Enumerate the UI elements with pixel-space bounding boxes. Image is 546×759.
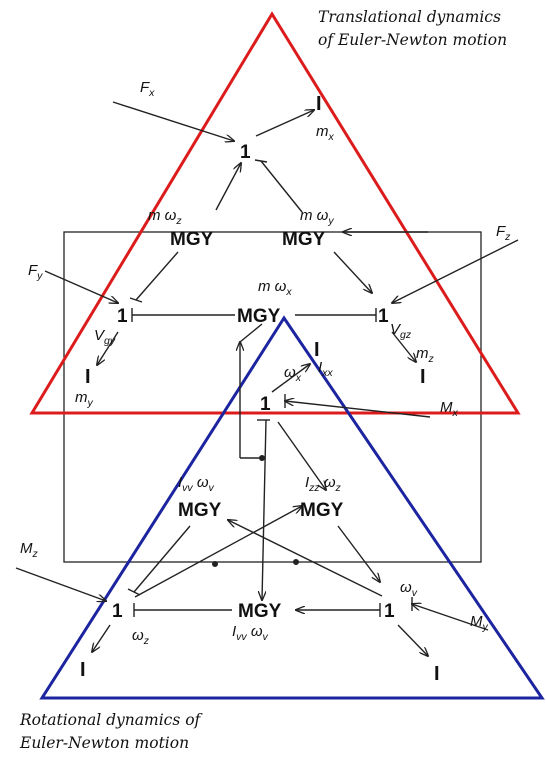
bond-mgyl-1left bbox=[135, 251, 179, 301]
bond-1top-mgyr bbox=[260, 160, 303, 213]
one-junction-rot-top: 1 bbox=[260, 394, 271, 415]
bond-mgyur-1br bbox=[337, 525, 380, 582]
bond-1rot-ixx bbox=[271, 364, 310, 393]
caption-bottom-line1: Rotational dynamics of bbox=[19, 711, 204, 729]
bond-mgyul-1bl bbox=[133, 525, 191, 593]
bond-mgyl-1left-tick bbox=[129, 297, 143, 303]
bond-mgyul-1bl-tick bbox=[127, 588, 141, 596]
label-fz: Fz bbox=[496, 223, 511, 243]
mgy-center: MGY bbox=[237, 306, 281, 327]
mgy-rot-bottom: MGY bbox=[238, 601, 282, 622]
junction-dot bbox=[259, 455, 265, 461]
bond-1top-mgyr-tick bbox=[254, 159, 268, 163]
inertia-x: I bbox=[316, 93, 322, 115]
mgy-rot-right: MGY bbox=[300, 500, 344, 521]
label-fy: Fy bbox=[28, 262, 43, 282]
label-wz: ωz bbox=[132, 627, 150, 647]
rotational-triangle bbox=[39, 315, 545, 700]
mgy-left: MGY bbox=[170, 229, 214, 250]
inertia-z: I bbox=[420, 366, 426, 388]
bond-mx bbox=[285, 401, 431, 418]
label-my: My bbox=[470, 613, 489, 633]
bond-mz bbox=[15, 567, 106, 601]
caption-top-line2: of Euler-Newton motion bbox=[318, 31, 507, 49]
label-ixx: Ixx bbox=[318, 359, 333, 379]
translational-triangle bbox=[29, 11, 521, 415]
inertia-rot-left: I bbox=[80, 659, 86, 681]
bond-mgyc-vertical-top bbox=[239, 323, 263, 343]
bond-mgyl-1top bbox=[215, 163, 241, 211]
bond-1left-iy bbox=[97, 331, 119, 365]
caption-top-line1: Translational dynamics bbox=[318, 8, 501, 26]
label-mx: mx bbox=[316, 123, 335, 143]
label-ivv-wv-lower: Ivv ωv bbox=[232, 623, 269, 643]
inertia-y: I bbox=[85, 366, 91, 388]
bond-fx bbox=[112, 101, 234, 141]
label-m-wx: m ωx bbox=[258, 278, 292, 298]
junction-dot bbox=[212, 561, 218, 567]
label-my: my bbox=[75, 389, 94, 409]
bond-1br-i bbox=[397, 624, 428, 656]
bond-1top-ix bbox=[255, 110, 314, 137]
one-junction-rot-right: 1 bbox=[384, 601, 395, 622]
label-mz: Mz bbox=[20, 540, 39, 560]
one-junction-left: 1 bbox=[117, 306, 128, 327]
one-junction-rot-left: 1 bbox=[112, 601, 123, 622]
junction-dot bbox=[293, 559, 299, 565]
label-wx: ωx bbox=[284, 364, 302, 384]
label-vgy: Vgy bbox=[94, 327, 116, 347]
inertia-xx: I bbox=[314, 339, 320, 361]
bond-cross-1 bbox=[134, 506, 302, 598]
label-mz: mz bbox=[416, 345, 435, 365]
bond-1right-iz bbox=[391, 331, 416, 362]
bond-fz bbox=[392, 239, 519, 303]
bond-fy bbox=[44, 270, 118, 303]
bond-1rot-down bbox=[262, 419, 267, 600]
mgy-right: MGY bbox=[282, 229, 326, 250]
label-fx: Fx bbox=[140, 79, 155, 99]
label-m-wz: m ωz bbox=[148, 207, 182, 227]
label-ivv-wv-upper: Ivv ωv bbox=[178, 474, 215, 494]
bond-mgyr-1right bbox=[333, 251, 372, 293]
label-wv: ωv bbox=[400, 579, 418, 599]
label-m-wy: m ωy bbox=[300, 207, 334, 227]
bond-my bbox=[412, 604, 489, 631]
mgy-rot-left: MGY bbox=[178, 500, 222, 521]
bond-1rot-mgyur bbox=[277, 421, 326, 490]
bond-1bl-i bbox=[92, 624, 111, 652]
one-junction-top: 1 bbox=[240, 142, 251, 163]
label-vgz: Vgz bbox=[390, 321, 412, 341]
label-izz-wz: Izz ωz bbox=[305, 474, 342, 494]
caption-bottom-line2: Euler-Newton motion bbox=[19, 734, 189, 752]
coupling-frame bbox=[63, 231, 482, 563]
bond-cross-2 bbox=[228, 520, 383, 597]
label-mx: Mx bbox=[440, 399, 459, 419]
one-junction-right: 1 bbox=[378, 306, 389, 327]
inertia-rot-right: I bbox=[434, 663, 440, 685]
